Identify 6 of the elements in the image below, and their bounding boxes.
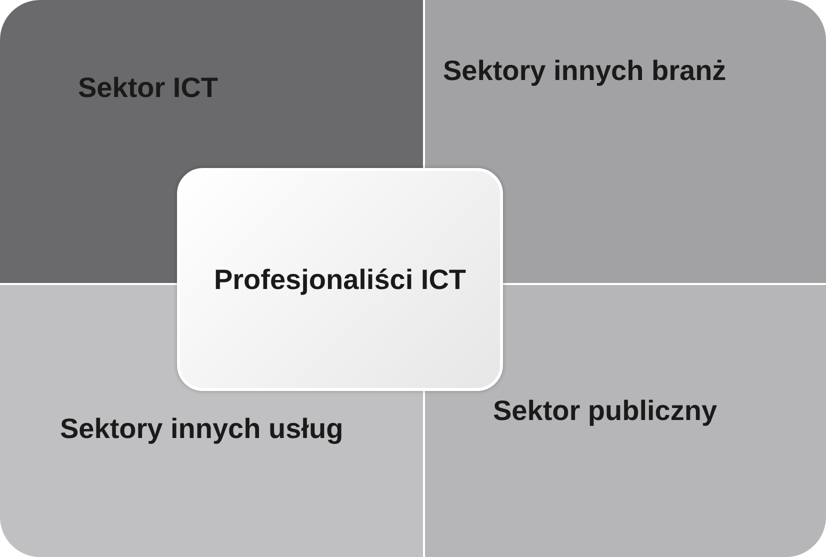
sector-label: Sektory innych branż [443, 55, 726, 87]
center-box [177, 168, 503, 391]
sector-label: Sektor ICT [78, 72, 218, 104]
sector-label: Sektor publiczny [493, 395, 718, 427]
sector-label: Profesjonaliści ICT [214, 264, 466, 296]
sector-label: Sektory innych usług [60, 413, 344, 445]
